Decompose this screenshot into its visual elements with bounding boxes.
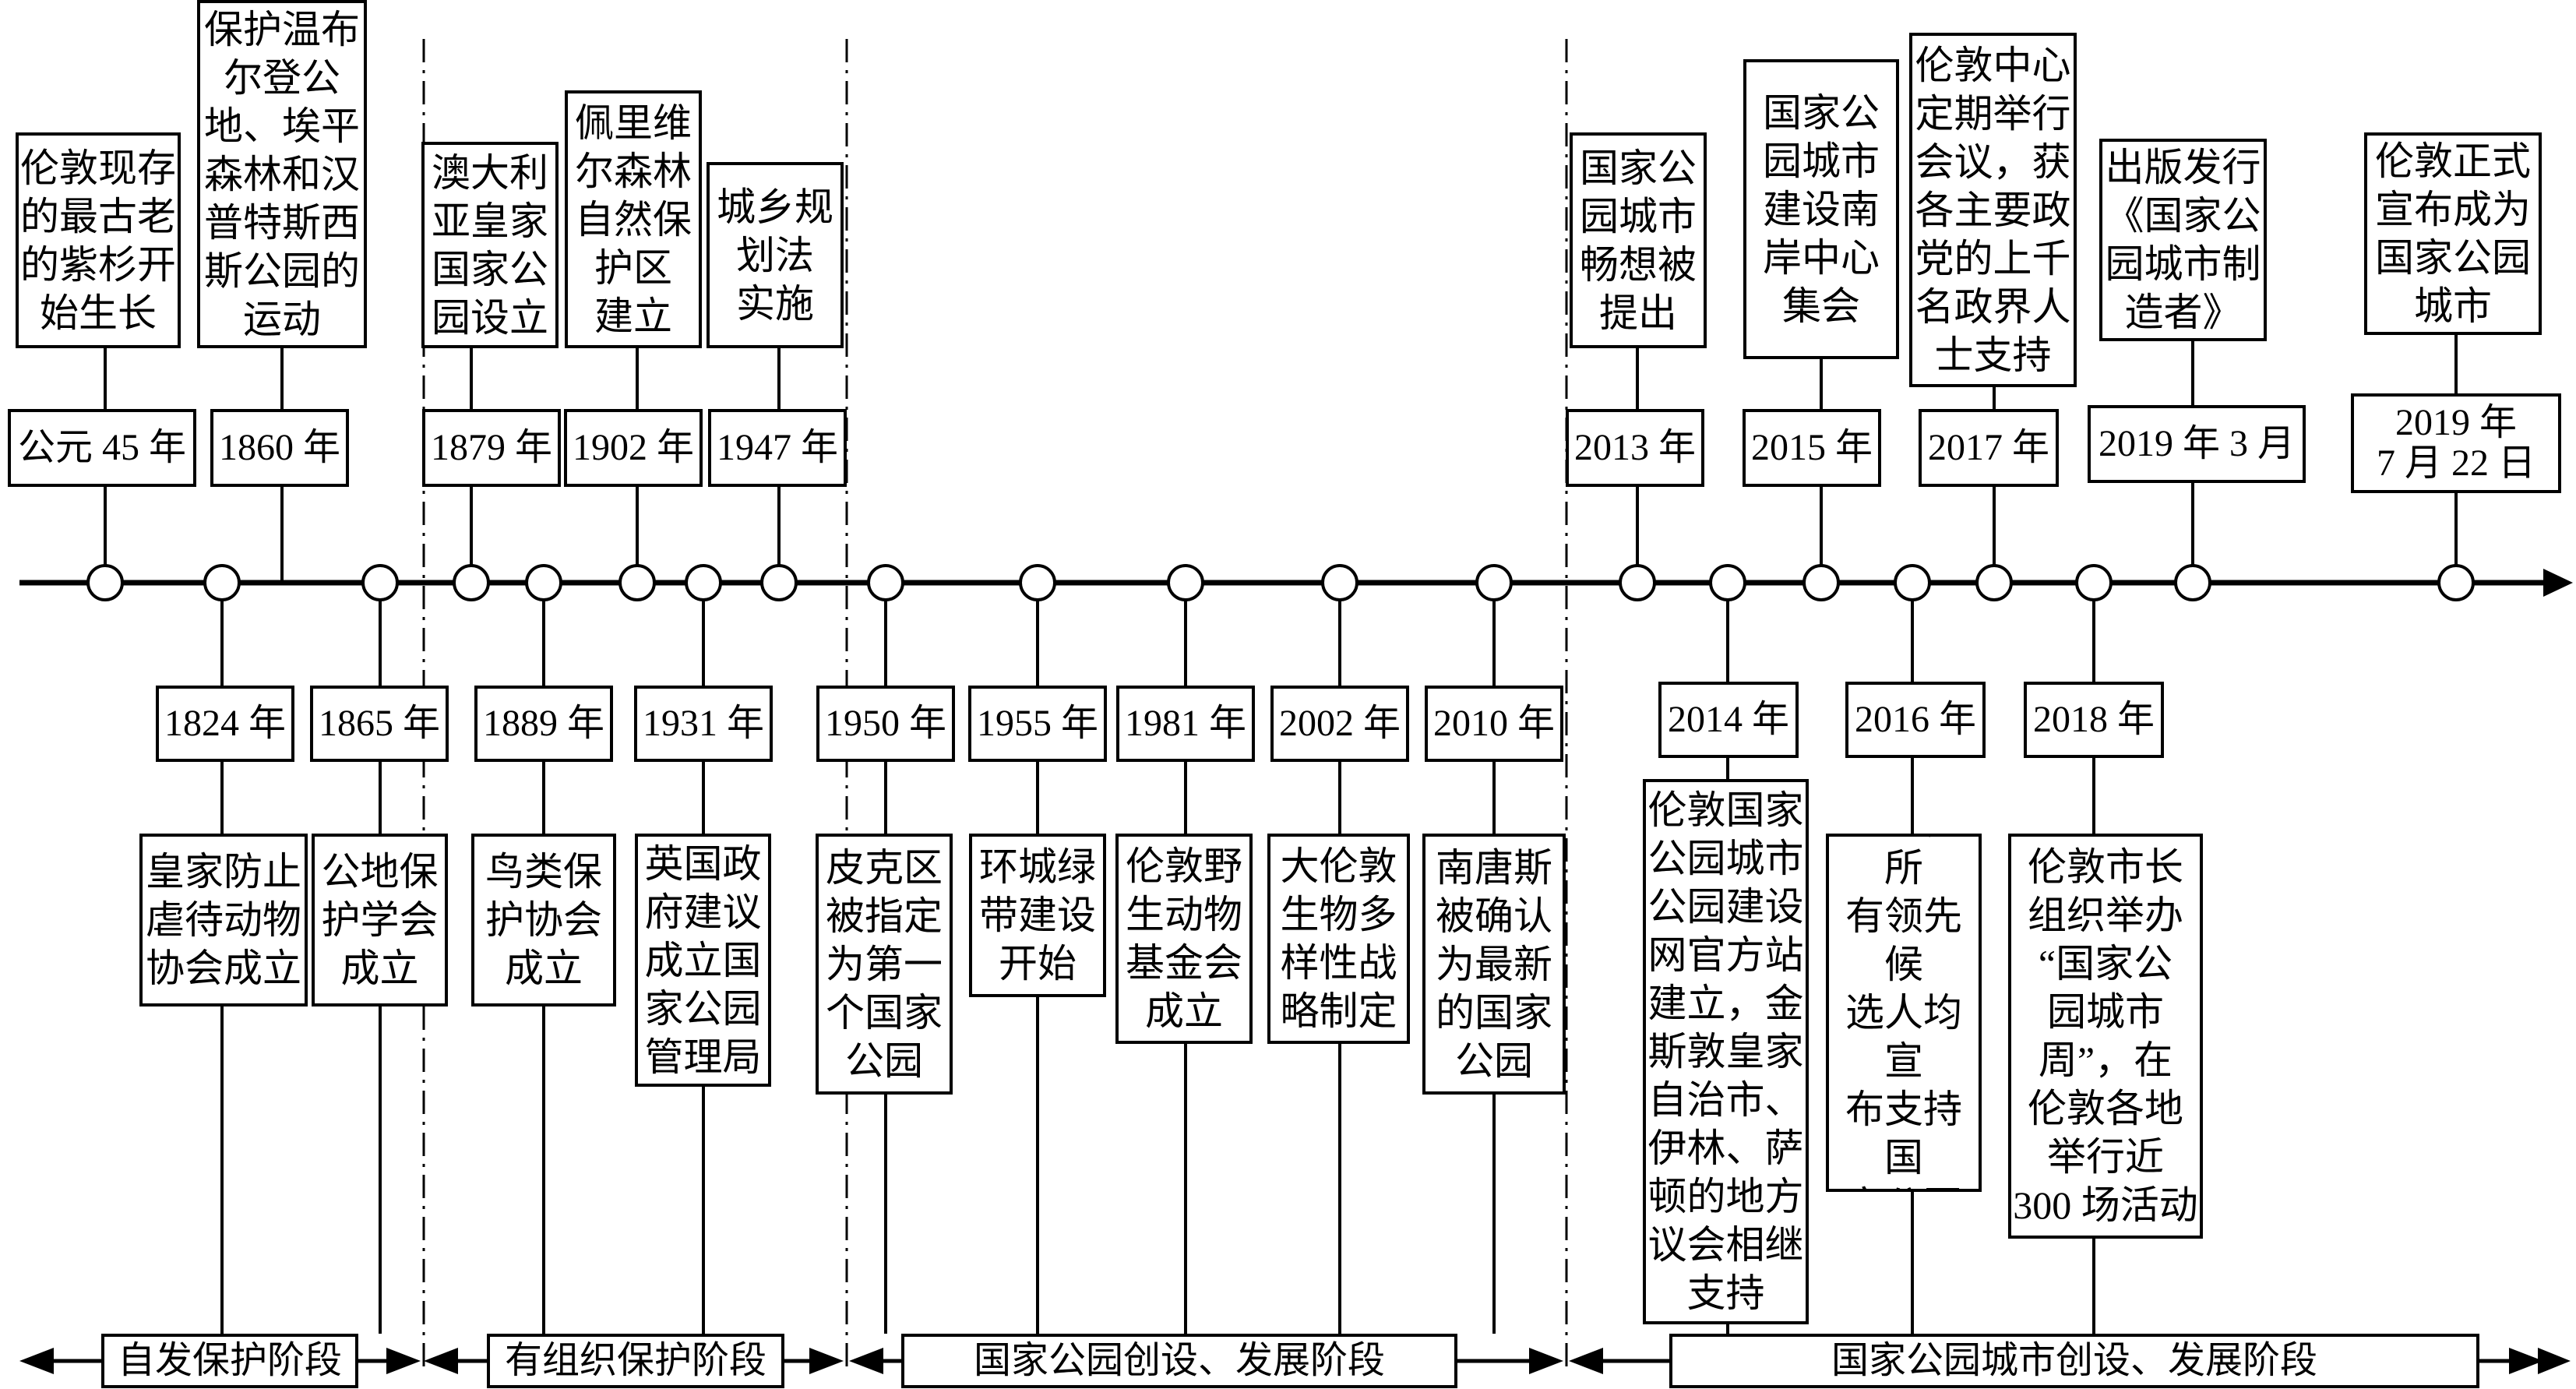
year-label: 2017 年 [1919, 409, 2059, 487]
timeline-node [760, 564, 798, 601]
timeline-node [1894, 564, 1931, 601]
year-label: 1955 年 [968, 686, 1107, 762]
timeline-node [685, 564, 722, 601]
event-box: 皇家防止 虐待动物 协会成立 [139, 834, 308, 1006]
timeline-node [203, 564, 241, 601]
year-label: 1889 年 [474, 686, 613, 762]
event-box: 伦敦市长 组织举办 “国家公 园城市 周”，在 伦敦各地 举行近 300 场活动 [2008, 834, 2203, 1239]
event-box: 保护温布 尔登公 地、埃平 森林和汉 普特斯西 斯公园的 运动 [197, 0, 367, 348]
year-label: 2002 年 [1270, 686, 1409, 762]
year-label: 1981 年 [1116, 686, 1255, 762]
timeline-node [86, 564, 124, 601]
timeline-node [525, 564, 562, 601]
year-label: 2015 年 [1743, 409, 1881, 487]
timeline-node [1709, 564, 1746, 601]
year-label: 1902 年 [564, 409, 703, 487]
event-box: 国家公 园城市 畅想被 提出 [1570, 132, 1707, 348]
timeline-node [453, 564, 490, 601]
timeline-node [1619, 564, 1656, 601]
year-label: 1865 年 [310, 686, 449, 762]
phase-label: 自发保护阶段 [101, 1334, 358, 1388]
phase-arrowhead-right [386, 1348, 421, 1374]
phase-arrowhead-right [809, 1348, 844, 1374]
timeline-node [1167, 564, 1204, 601]
event-box: 伦敦国家 公园城市 公园建设 网官方站 建立，金 斯敦皇家 自治市、 伊林、萨 … [1643, 779, 1809, 1324]
year-label: 1931 年 [634, 686, 773, 762]
timeline-node [361, 564, 399, 601]
phase-label: 国家公园城市创设、发展阶段 [1669, 1334, 2479, 1388]
phase-arrowhead-right [1529, 1348, 1563, 1374]
timeline-node [1475, 564, 1513, 601]
year-label: 1860 年 [210, 409, 349, 487]
year-label: 2019 年 3 月 [2088, 405, 2306, 483]
year-label: 2019 年 7 月 22 日 [2351, 393, 2561, 493]
event-box: 澳大利 亚皇家 国家公 园设立 [421, 142, 559, 348]
timeline-node [2174, 564, 2211, 601]
phase-arrowhead-end [2538, 1348, 2571, 1374]
timeline-node [867, 564, 904, 601]
event-box: 大伦敦 生物多 样性战 略制定 [1267, 834, 1410, 1044]
timeline-node [618, 564, 656, 601]
axis-arrowhead [2543, 569, 2573, 597]
phase-label: 有组织保护阶段 [487, 1334, 784, 1388]
timeline-node [1802, 564, 1840, 601]
year-label: 1824 年 [156, 686, 294, 762]
year-label: 公元 45 年 [8, 409, 196, 487]
year-label: 2018 年 [2024, 682, 2164, 758]
event-box: 伦敦野 生动物 基金会 成立 [1115, 834, 1253, 1044]
event-box: 城乡规 划法 实施 [707, 162, 844, 348]
timeline-node [1975, 564, 2013, 601]
year-label: 1879 年 [422, 409, 561, 487]
year-label: 2013 年 [1566, 409, 1704, 487]
event-box: 皮克区 被指定 为第一 个国家 公园 [816, 834, 953, 1095]
timeline-node [1321, 564, 1358, 601]
phase-arrowhead-left [19, 1348, 54, 1374]
year-label: 2016 年 [1845, 682, 1986, 758]
event-box: 出版发行 《国家公 园城市制 造者》 [2099, 139, 2267, 341]
event-box: 南唐斯 被确认 为最新 的国家 公园 [1422, 834, 1566, 1095]
timeline-node [1019, 564, 1056, 601]
event-box: 鸟类保 护协会 成立 [471, 834, 616, 1006]
event-box: 英国政 府建议 成立国 家公园 管理局 [635, 834, 771, 1087]
year-label: 1947 年 [708, 409, 847, 487]
phase-arrowhead-left [1569, 1348, 1603, 1374]
year-label: 2014 年 [1658, 682, 1799, 758]
event-box: 佩里维 尔森林 自然保 护区 建立 [565, 90, 702, 348]
event-box: 伦敦中心 定期举行 会议，获 各主要政 党的上千 名政界人 士支持 [1909, 33, 2077, 387]
event-box: 伦敦现存 的最古老 的紫杉开 始生长 [16, 132, 181, 348]
phase-arrowhead-right [2509, 1348, 2543, 1374]
event-box: 伦敦市长 选举，所 有领先候 选人均宣 布支持国 家公园城 市建设 [1826, 834, 1982, 1192]
phase-arrowhead-left [849, 1348, 883, 1374]
timeline-node [2075, 564, 2113, 601]
event-box: 公地保 护学会 成立 [312, 834, 448, 1006]
timeline-node [2437, 564, 2475, 601]
phase-arrowhead-left [424, 1348, 458, 1374]
phase-label: 国家公园创设、发展阶段 [901, 1334, 1457, 1388]
event-box: 环城绿 带建设 开始 [969, 834, 1106, 997]
event-box: 伦敦正式 宣布成为 国家公园 城市 [2364, 132, 2542, 335]
event-box: 国家公 园城市 建设南 岸中心 集会 [1743, 59, 1899, 359]
year-label: 2010 年 [1425, 686, 1563, 762]
year-label: 1950 年 [816, 686, 955, 762]
